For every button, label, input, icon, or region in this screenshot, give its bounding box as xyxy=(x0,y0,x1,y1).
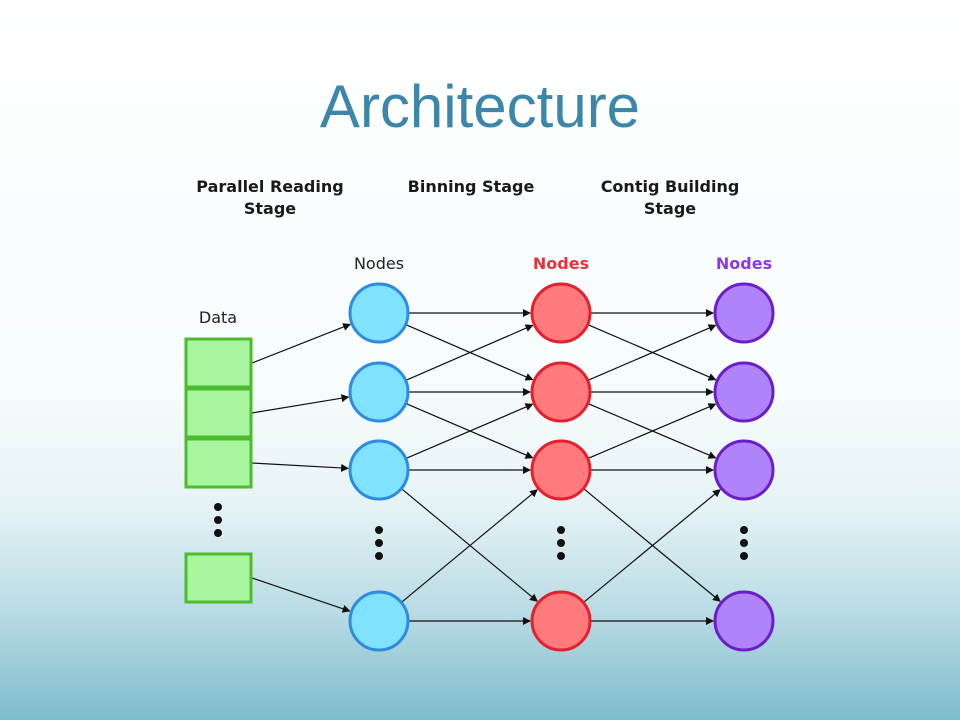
data-block xyxy=(184,337,253,389)
nodes-purple-label: Nodes xyxy=(716,254,772,273)
ellipsis-dots-red xyxy=(557,526,565,560)
stage-label-contig-building: Contig Building xyxy=(601,177,740,196)
arrows xyxy=(251,309,721,625)
nodes-purple-column xyxy=(713,282,775,652)
ellipsis-dots-purple xyxy=(740,526,748,560)
connection-arrow xyxy=(251,462,350,472)
connection-arrow xyxy=(251,577,351,613)
nodes-red-label: Nodes xyxy=(533,254,589,273)
ellipsis-dots-data xyxy=(214,503,222,537)
data-blocks xyxy=(184,337,253,604)
data-block xyxy=(184,437,253,489)
connection-arrow xyxy=(583,489,721,603)
connection-arrow xyxy=(588,324,717,381)
stage-label-parallel-reading: Parallel Reading xyxy=(196,177,343,196)
connection-arrow xyxy=(251,323,352,364)
connection-arrow xyxy=(588,403,717,459)
slide-title: Architecture xyxy=(319,73,641,140)
node-purple xyxy=(713,590,775,652)
node-purple xyxy=(713,439,775,501)
ellipsis-dots-blue xyxy=(375,526,383,560)
node-purple xyxy=(713,361,775,423)
nodes-blue-column xyxy=(348,282,410,652)
node-red xyxy=(530,282,592,344)
nodes-blue-label: Nodes xyxy=(354,254,404,273)
node-blue xyxy=(348,361,410,423)
stage-label-binning: Binning Stage xyxy=(408,177,535,196)
node-blue xyxy=(348,590,410,652)
connection-arrow xyxy=(406,324,534,381)
data-column-label: Data xyxy=(199,308,237,327)
node-blue xyxy=(348,439,410,501)
connection-arrow xyxy=(406,403,534,459)
stage-label-parallel-reading-2: Stage xyxy=(244,199,296,218)
stage-label-contig-building-2: Stage xyxy=(644,199,696,218)
nodes-red-column xyxy=(530,282,592,652)
data-block xyxy=(184,552,253,604)
data-block xyxy=(184,387,253,439)
connection-arrow xyxy=(401,489,538,603)
connection-arrow xyxy=(251,394,350,414)
node-red xyxy=(530,439,592,501)
node-red xyxy=(530,590,592,652)
node-blue xyxy=(348,282,410,344)
node-purple xyxy=(713,282,775,344)
node-red xyxy=(530,361,592,423)
